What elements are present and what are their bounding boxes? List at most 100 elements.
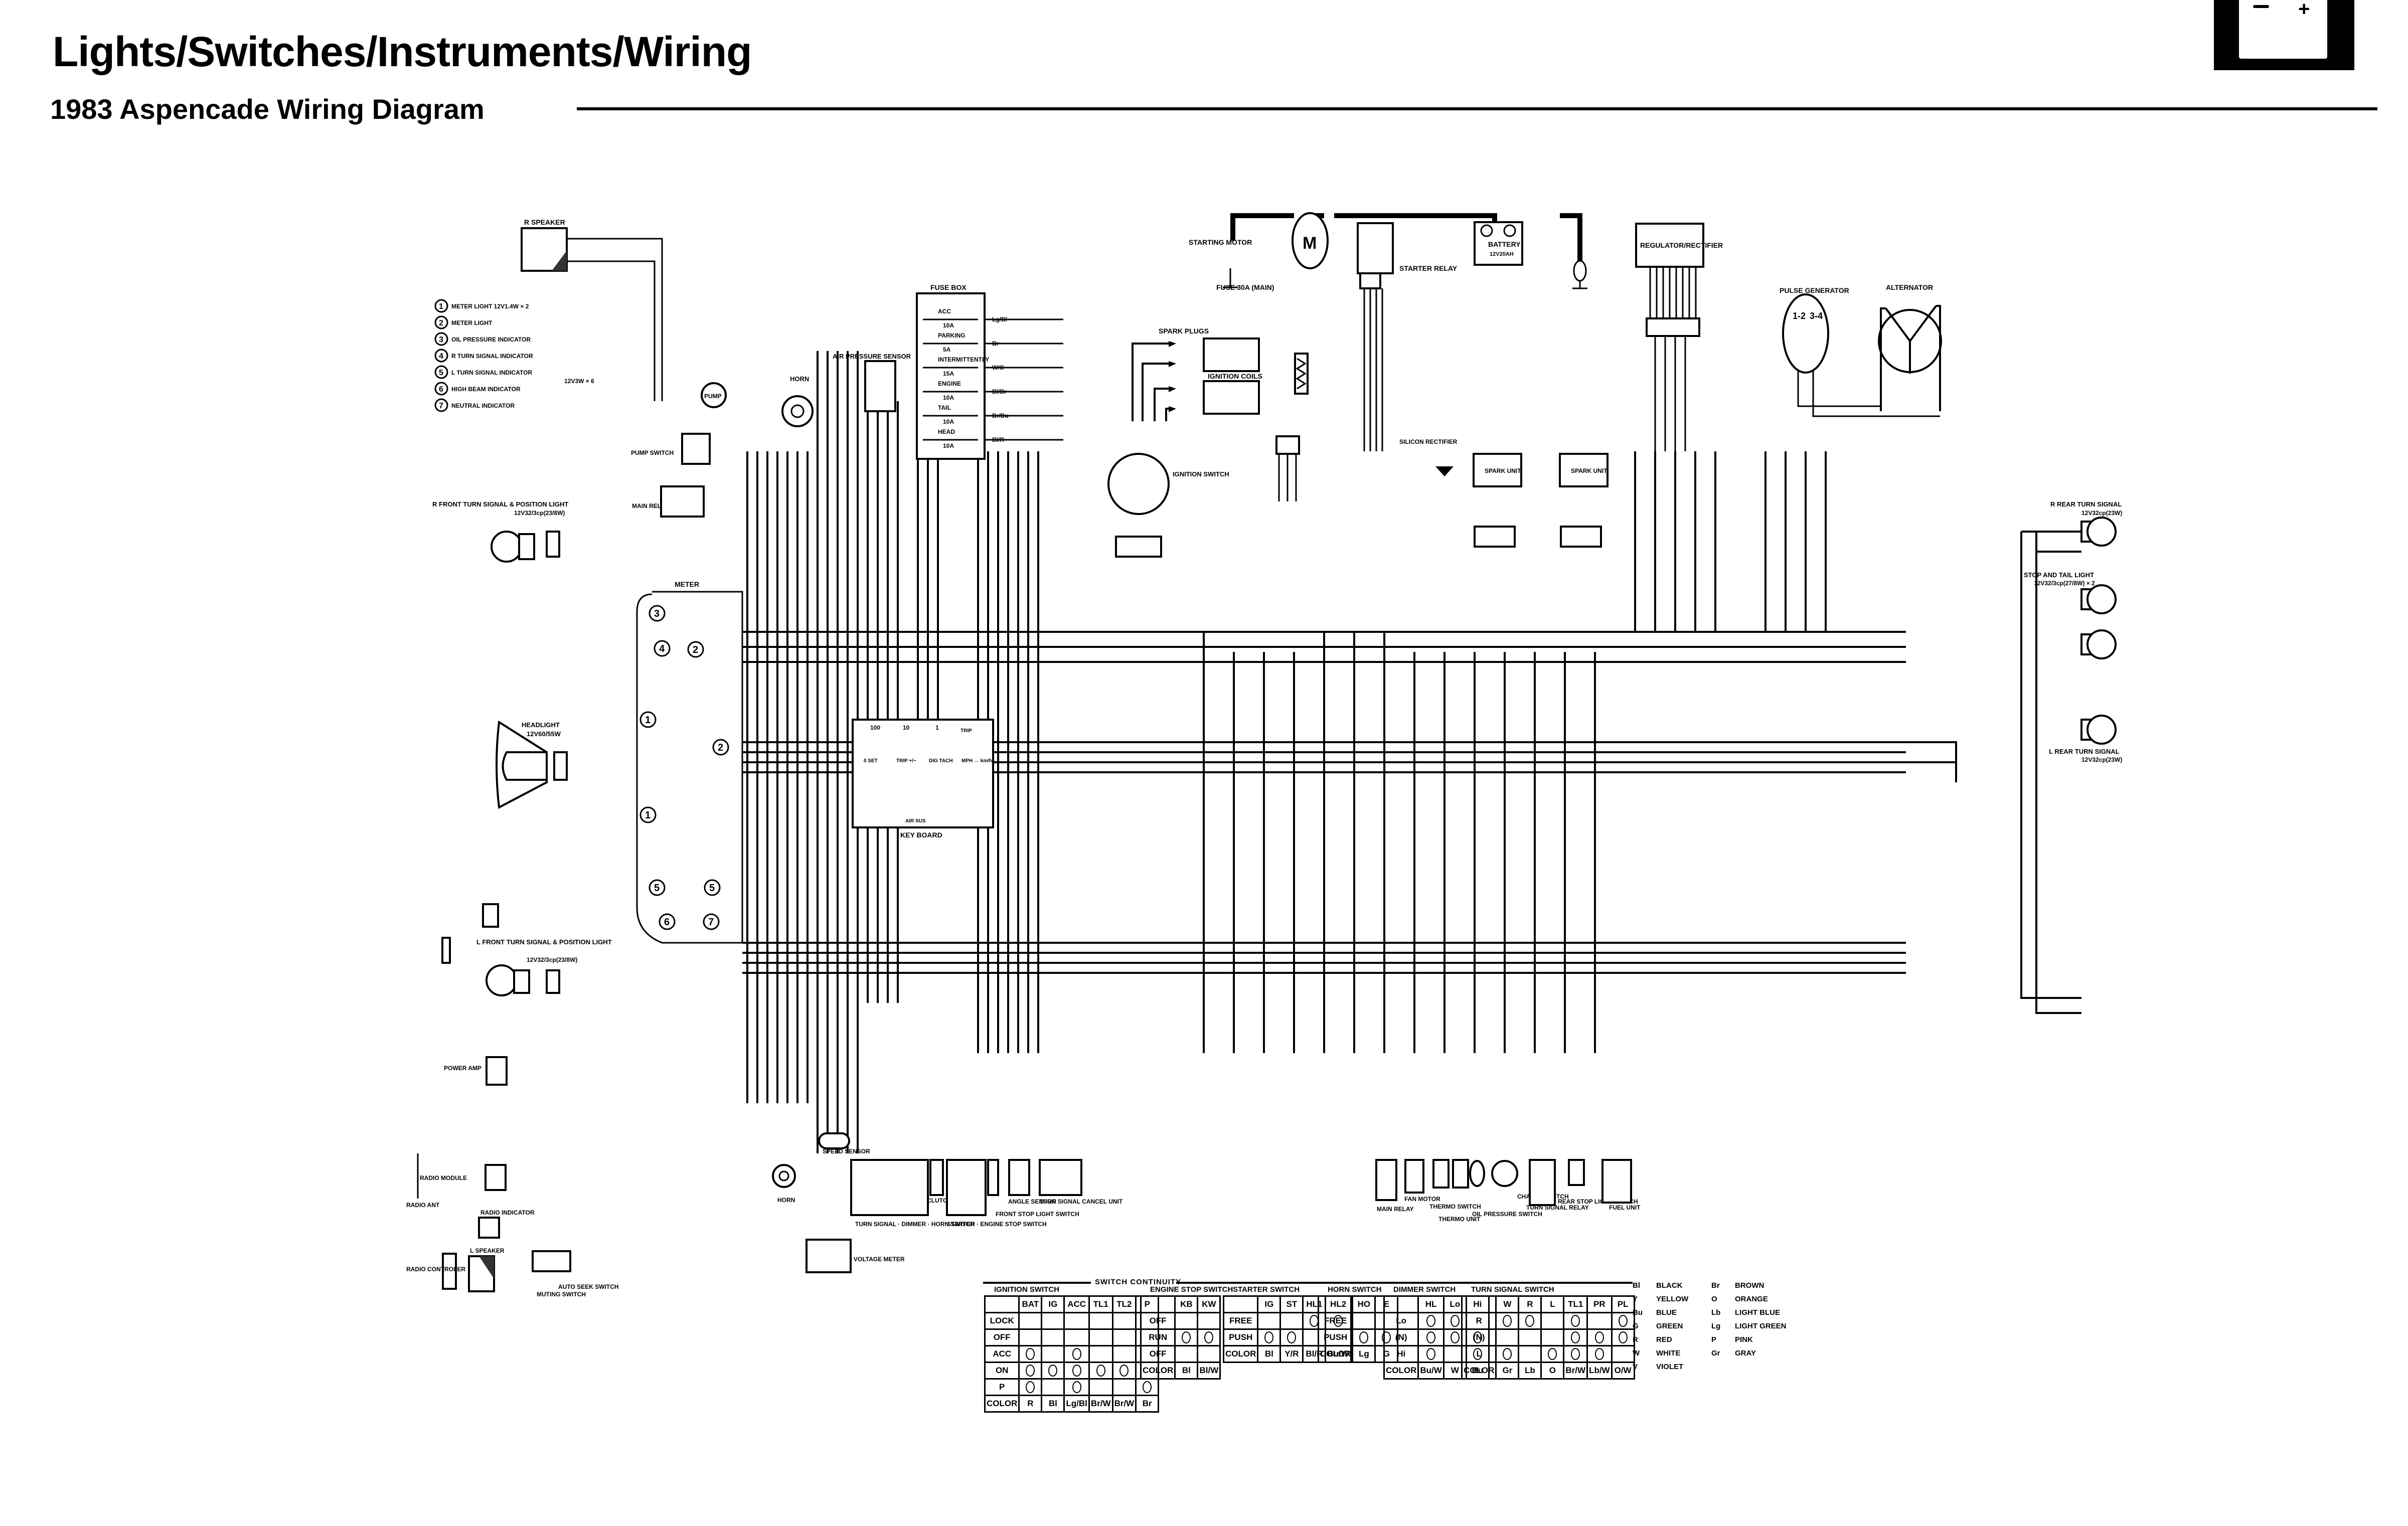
switch-wire-color: Gr [1495, 1362, 1520, 1380]
switch-cell [1518, 1328, 1542, 1346]
color-code: Br [1711, 1281, 1720, 1290]
switch-cell [1063, 1312, 1090, 1330]
svg-text:L REAR TURN SIGNAL: L REAR TURN SIGNAL [2049, 748, 2120, 755]
meter-indicator-circle [649, 605, 666, 622]
switch-wire-color: O/W [1611, 1362, 1635, 1380]
switch-cell [1611, 1328, 1635, 1346]
air-pressure-sensor: AIR PRESSURE SENSOR [833, 353, 911, 412]
switch-table-title: TURN SIGNAL SWITCH [1471, 1285, 1554, 1294]
switch-cell [1563, 1328, 1588, 1346]
pulse-generator-label: PULSE GENERATOR [1780, 286, 1849, 294]
switch-col-header: HL [1417, 1295, 1444, 1313]
switch-cell [1352, 1328, 1376, 1346]
meter-legend-num: 6 [439, 385, 443, 394]
radio-system: POWER AMP RADIO MODULE RADIO ANT RADIO I… [406, 1056, 618, 1298]
switch-wire-color: Lg [1352, 1345, 1376, 1363]
switch-table-title: ENGINE STOP SWITCH [1150, 1285, 1233, 1294]
continuity-terminal-icon [1571, 1331, 1580, 1343]
meter-legend-label: R TURN SIGNAL INDICATOR [451, 353, 533, 360]
svg-text:RADIO ANT: RADIO ANT [406, 1202, 440, 1209]
color-name: LIGHT GREEN [1735, 1322, 1787, 1330]
meter-indicator-num: 1 [645, 715, 651, 726]
switch-wire-color: Lg/Bl [1063, 1395, 1090, 1413]
meter-legend-num: 2 [439, 319, 443, 327]
fuse-rating: 10A [943, 394, 954, 401]
motor-symbol: M [1303, 234, 1317, 253]
continuity-terminal-icon [1618, 1331, 1628, 1343]
color-name: WHITE [1656, 1349, 1681, 1358]
keyboard-function-key: TRIP +/− [896, 758, 916, 764]
meter-indicator-circle [659, 913, 676, 930]
switch-cell [1257, 1312, 1281, 1330]
switch-wire-color: Bl/W [1197, 1362, 1221, 1380]
switch-position: OFF [1140, 1312, 1176, 1330]
switch-cell [1063, 1345, 1090, 1363]
switch-cell [1257, 1328, 1281, 1346]
meter-legend-num: 1 [439, 302, 443, 311]
meter-indicator-num: 4 [659, 643, 665, 654]
color-name: PINK [1735, 1335, 1753, 1344]
color-name: BLACK [1656, 1281, 1683, 1290]
page-title: Lights/Switches/Instruments/Wiring [53, 28, 752, 75]
color-code: G [1633, 1322, 1639, 1330]
switch-cell [1111, 1378, 1137, 1396]
meter-legend-num-circle [434, 299, 448, 313]
battery-icon: + [2214, 0, 2354, 70]
switch-col-header: PL [1611, 1295, 1635, 1313]
meter-legend-label: HIGH BEAM INDICATOR [451, 386, 521, 393]
meter-indicator-num: 2 [693, 644, 698, 655]
continuity-terminal-icon [1525, 1315, 1535, 1327]
switch-col-header: TL1 [1563, 1295, 1588, 1313]
meter-legend-num-circle [434, 398, 448, 412]
keyboard-digit-key: 10 [903, 724, 910, 731]
r-front-turn-signal: R FRONT TURN SIGNAL & POSITION LIGHT 12V… [432, 500, 568, 563]
meter-indicator-num: 1 [645, 810, 651, 821]
switch-position: ON [984, 1362, 1020, 1380]
switch-cell [1174, 1328, 1199, 1346]
switch-col-header: R [1518, 1295, 1542, 1313]
continuity-terminal-icon [1594, 1348, 1604, 1360]
svg-text:STOP AND TAIL LIGHT: STOP AND TAIL LIGHT [2024, 571, 2094, 579]
switch-col-header [984, 1295, 1020, 1313]
switch-wire-color: Br/W [1111, 1395, 1137, 1413]
svg-text:R SPEAKER: R SPEAKER [524, 218, 565, 226]
svg-text:IGNITION SWITCH: IGNITION SWITCH [1173, 470, 1229, 478]
meter-indicator-num: 5 [709, 883, 715, 894]
svg-text:L FRONT TURN SIGNAL & POSITION: L FRONT TURN SIGNAL & POSITION LIGHT [476, 938, 612, 946]
fuse-box: FUSE BOX ACC10ALg/BlPARKING5ABrINTERMITT… [916, 283, 1063, 460]
switch-position: RUN [1140, 1328, 1176, 1346]
svg-text:R REAR TURN SIGNAL: R REAR TURN SIGNAL [2050, 500, 2122, 508]
switch-wire-color: Br/W [1088, 1395, 1113, 1413]
switch-wire-color: R [1018, 1395, 1043, 1413]
switch-cell [1197, 1312, 1221, 1330]
meter-indicator-num: 2 [718, 742, 723, 753]
meter-indicator-num: 3 [654, 608, 660, 619]
svg-text:MAIN RELAY: MAIN RELAY [1377, 1206, 1414, 1213]
fuse-name: ENGINE [938, 380, 961, 387]
svg-text:1-2: 1-2 [1793, 311, 1806, 321]
switch-position: LOCK [984, 1312, 1020, 1330]
svg-text:RADIO CONTROLER: RADIO CONTROLER [406, 1266, 465, 1273]
switch-cell [1111, 1328, 1137, 1346]
color-code: Bu [1633, 1308, 1643, 1317]
switch-col-header: KB [1174, 1295, 1199, 1313]
svg-text:R FRONT TURN SIGNAL & POSITION: R FRONT TURN SIGNAL & POSITION LIGHT [432, 500, 568, 508]
continuity-terminal-icon [1450, 1315, 1460, 1327]
switch-cell [1417, 1328, 1444, 1346]
main-relay-label: MAIN RELAY [632, 502, 669, 510]
svg-text:L SPEAKER: L SPEAKER [470, 1247, 505, 1254]
switch-cell [1563, 1312, 1588, 1330]
switch-cell [1174, 1312, 1199, 1330]
switch-wire-color: Lb [1518, 1362, 1542, 1380]
headlight: HEADLIGHT 12V60/55W [496, 720, 568, 809]
switch-wire-color: COLOR [1461, 1362, 1497, 1380]
keyboard-function-key: DIG TACH [929, 758, 953, 764]
switch-position: L [1461, 1345, 1497, 1363]
color-name: BLUE [1656, 1308, 1677, 1317]
switch-wire-color: COLOR [1140, 1362, 1176, 1380]
keyboard-digit-key: 100 [870, 724, 880, 731]
switch-cell [1088, 1362, 1113, 1380]
